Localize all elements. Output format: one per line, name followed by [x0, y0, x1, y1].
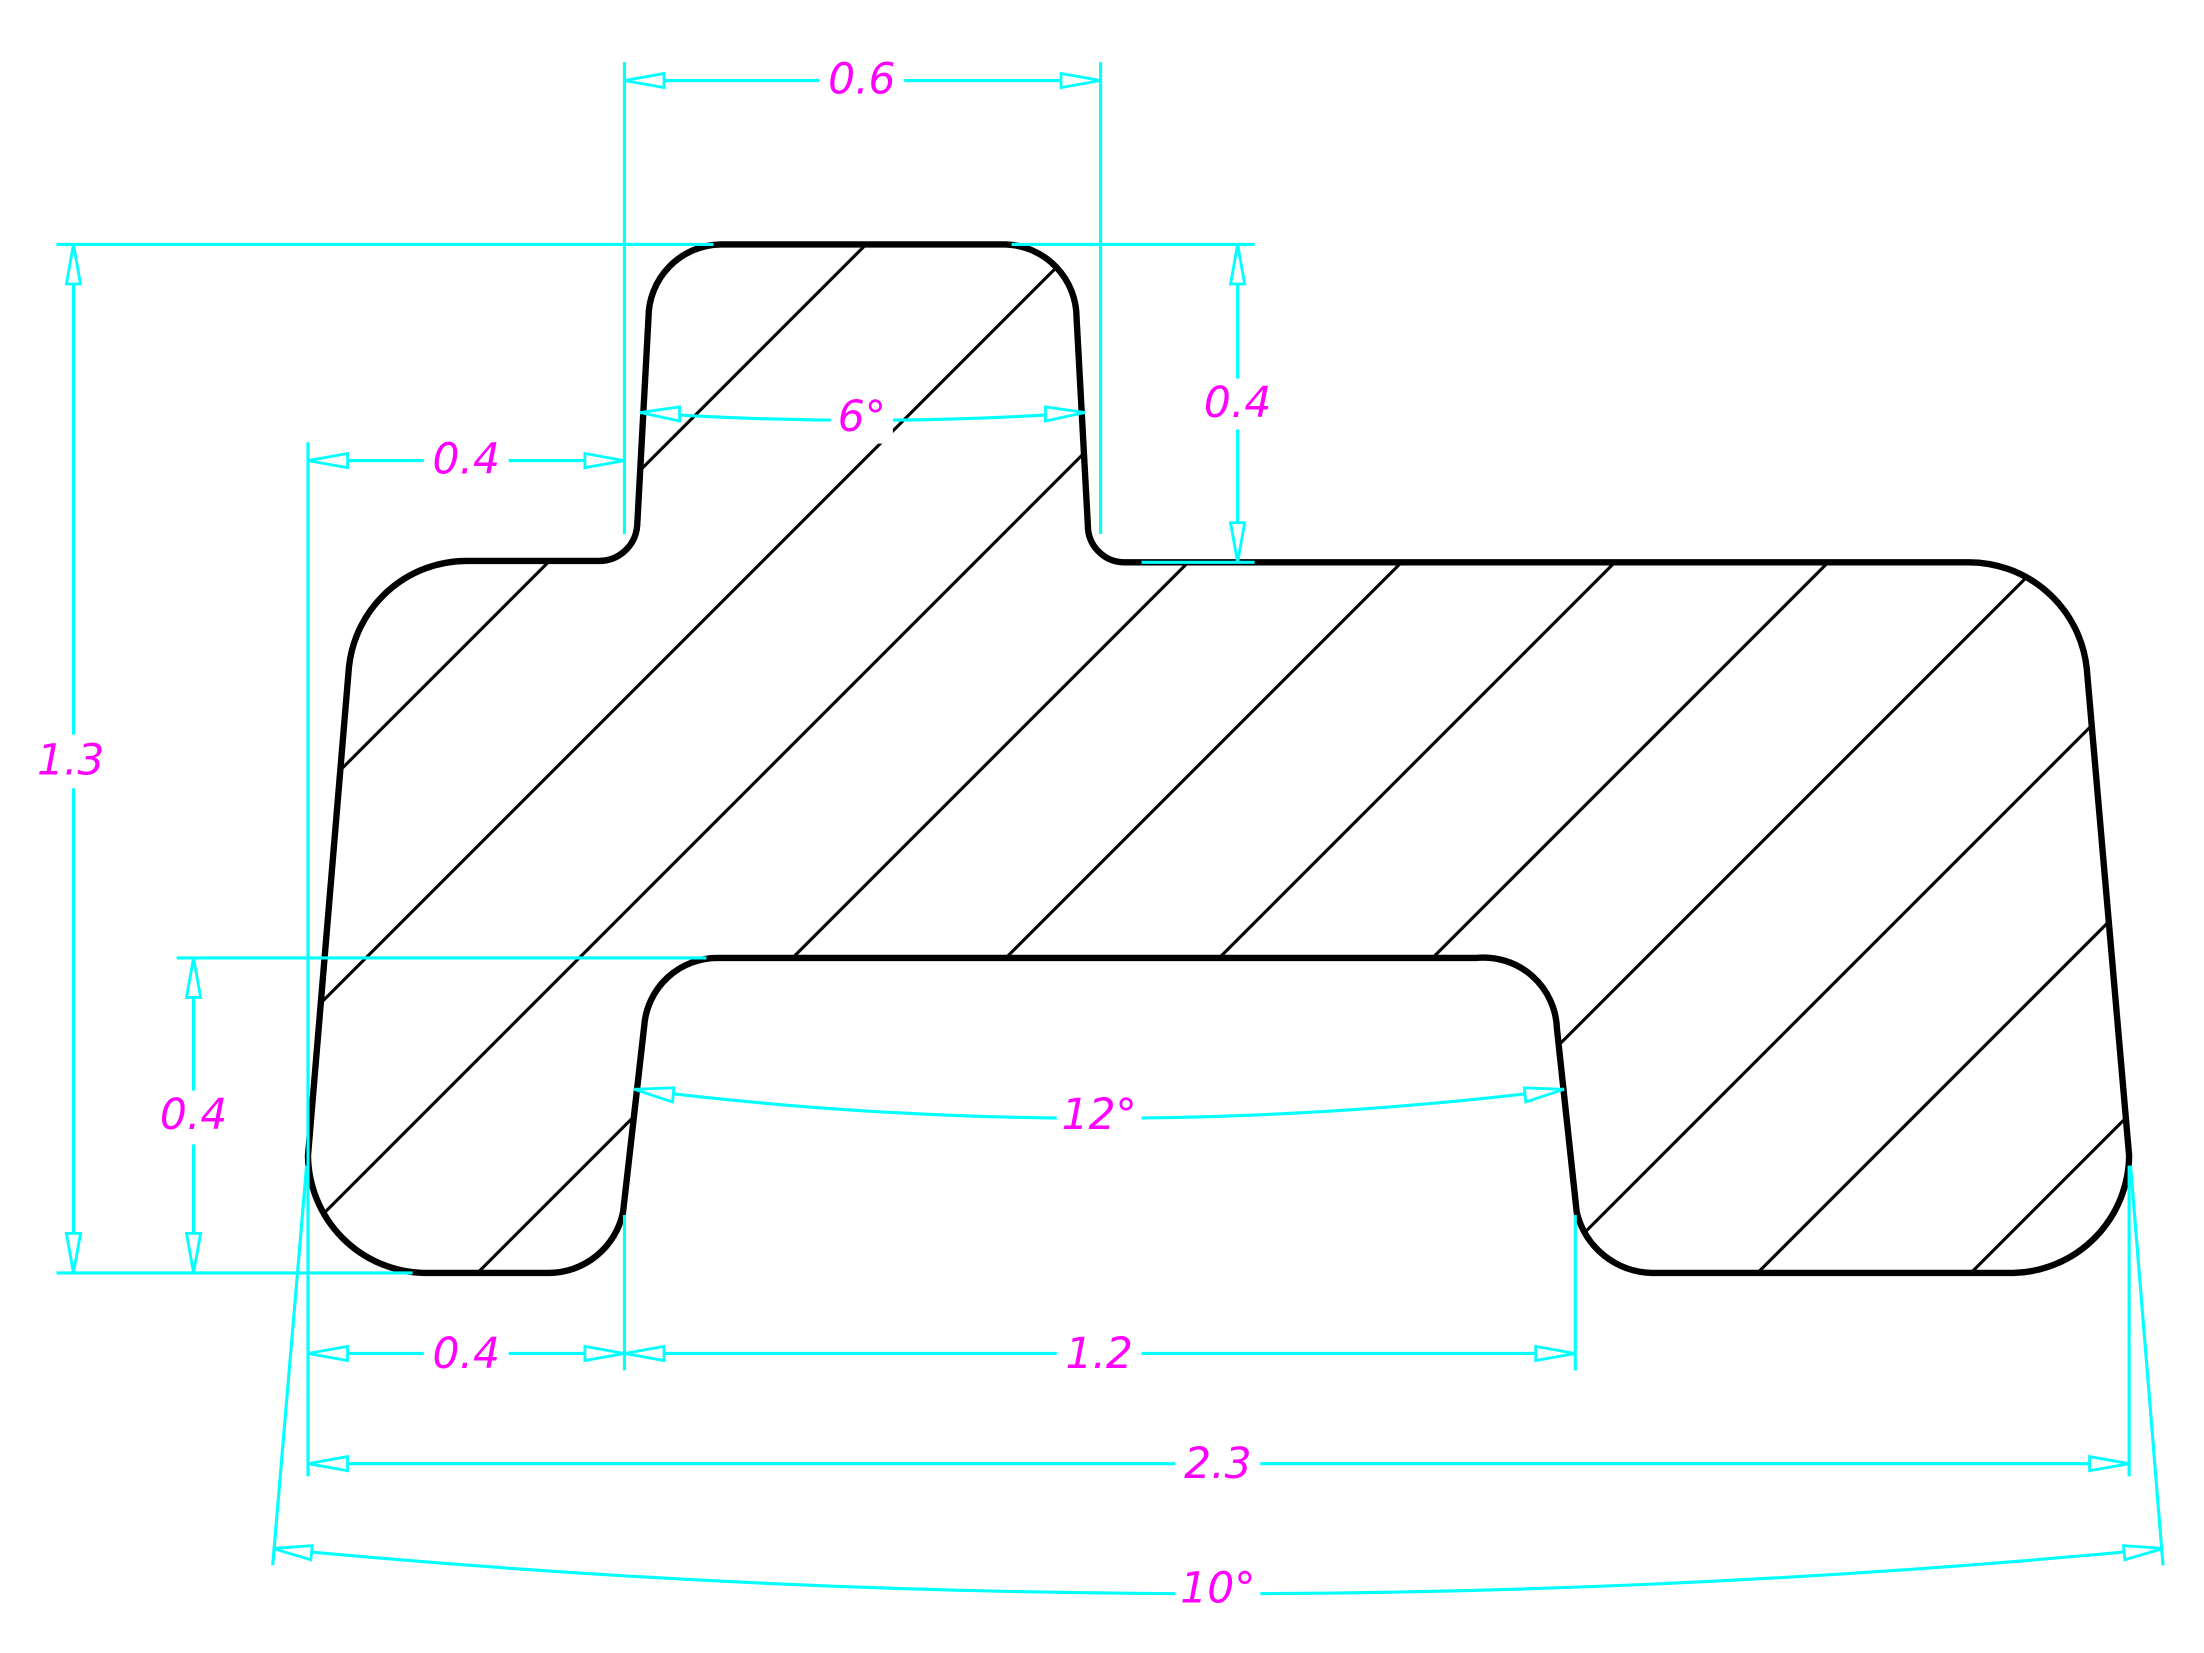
hatch-line	[1829, 244, 2130, 1273]
dim-left-step: 0.4	[433, 434, 500, 483]
dim-top-taper-angle: 6°	[838, 392, 886, 441]
extension-lines	[56, 62, 2165, 1566]
dim-slot-width: 1.2	[1065, 1329, 1132, 1378]
hatch-line	[1616, 244, 2130, 1273]
dim-total-width: 2.3	[1184, 1439, 1251, 1488]
arrowheads	[64, 71, 2164, 1562]
dim-total-height: 1.3	[37, 735, 104, 784]
hatch-line	[307, 244, 1184, 1273]
hatch-line	[336, 244, 1611, 1273]
hatch-line	[1189, 244, 2130, 1273]
dim-top-height: 0.4	[1204, 378, 1271, 427]
part-profile	[304, 241, 2133, 1277]
dim-bottom-left: 0.4	[433, 1329, 500, 1378]
dim-top-width: 0.6	[828, 54, 895, 103]
hatch-line	[2043, 244, 2130, 1273]
dim-slot-depth: 0.4	[160, 1090, 227, 1139]
hatch-line	[307, 244, 971, 1273]
dimension-labels: 0.6 0.4 6° 0.4 1.3 0.4 12° 0.4 1.2 2.3 1…	[31, 54, 1281, 1614]
dim-slot-angle: 12°	[1062, 1090, 1137, 1139]
dim-side-angle: 10°	[1180, 1563, 1255, 1612]
hatch-line	[307, 244, 1397, 1273]
hatch-line	[549, 244, 1824, 1273]
hatch-line	[763, 244, 2037, 1273]
hatch-line	[1403, 244, 2130, 1273]
